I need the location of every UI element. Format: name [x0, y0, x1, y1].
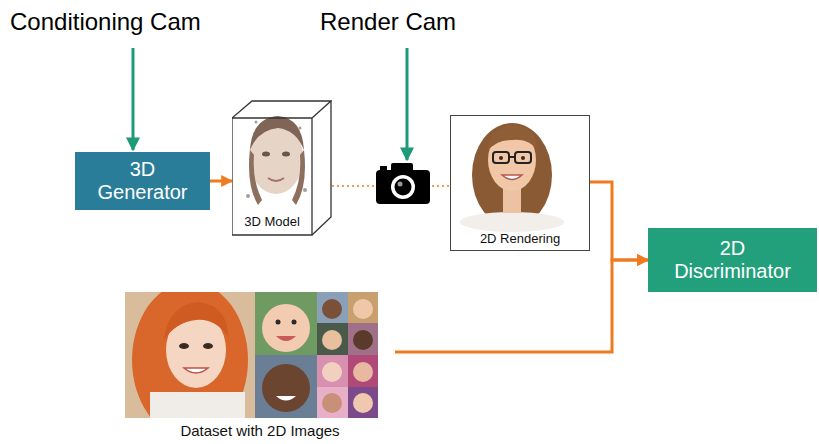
rendered-face-part	[487, 125, 538, 152]
ghost-face-part	[250, 116, 304, 150]
camera-icon-part	[395, 179, 412, 196]
camera-icon-part	[376, 170, 430, 204]
dataset-collage-part-part	[179, 343, 189, 349]
dataset-collage-part	[348, 323, 378, 355]
dataset-collage-part-part	[150, 392, 245, 418]
dataset-collage-part	[317, 292, 348, 323]
camera-arrow	[406, 48, 409, 160]
flow-arrow	[210, 180, 232, 183]
dataset-collage-part	[276, 336, 296, 341]
rendered-face-part	[472, 123, 552, 227]
dataset-collage-part	[322, 299, 342, 319]
rendered-face-part	[509, 156, 515, 158]
dataset-collage-part	[348, 292, 378, 323]
dataset-collage-part-part	[184, 368, 208, 373]
dataset-collage-part-part	[132, 292, 248, 418]
camera-icon-part	[391, 163, 413, 172]
ghost-face-part	[255, 121, 258, 124]
box-label: 2D Discriminator	[668, 237, 798, 283]
rendered-face-part	[515, 152, 531, 163]
ghost-face-part	[249, 150, 262, 205]
box-label: 3D Generator	[93, 158, 193, 204]
camera-label: Conditioning Cam	[10, 8, 201, 36]
caption: 2D Rendering	[451, 232, 589, 247]
ghost-face-part	[282, 152, 290, 157]
dataset-collage-part	[353, 299, 373, 319]
camera-label: Render Cam	[320, 8, 456, 36]
dataset-collage-part	[322, 393, 342, 413]
dataset-collage-part	[353, 393, 373, 413]
camera-icon-part	[391, 175, 415, 199]
camera-icon	[376, 163, 430, 204]
dataset-collage-part-part	[203, 343, 213, 349]
dataset-collage-part	[276, 320, 281, 325]
rendered-face-part	[502, 175, 522, 180]
dataset-image: Dataset with 2D Images	[125, 292, 395, 442]
dataset-collage-part	[353, 330, 373, 350]
dataset-collage-part	[317, 355, 348, 387]
flow-arrow	[590, 182, 648, 260]
rendered-face-part	[493, 152, 509, 163]
ghost-face-part	[303, 188, 307, 192]
camera-icon-part	[398, 182, 403, 187]
rendered-face-part	[499, 156, 503, 160]
dataset-collage-part	[348, 387, 378, 418]
dataset-collage	[125, 292, 378, 418]
ghost-face	[246, 116, 307, 205]
ghost-face-part	[299, 127, 302, 130]
dataset-collage-part	[348, 355, 378, 387]
generator-box: 3D Generator	[75, 152, 210, 210]
ghost-face-part	[268, 178, 284, 181]
caption: 3D Model	[232, 215, 312, 230]
dataset-collage-part	[292, 320, 297, 325]
dataset-collage-part	[317, 323, 348, 355]
ghost-face-part	[246, 194, 250, 198]
cube-edge	[232, 101, 331, 118]
dataset-collage-part-part	[164, 302, 228, 340]
discriminator-box: 2D Discriminator	[648, 228, 817, 292]
camera-arrow	[132, 48, 135, 150]
cube-edge	[232, 118, 312, 235]
camera-icon-part	[380, 166, 387, 171]
rendered-face-part	[521, 156, 525, 160]
dataset-collage-part	[262, 304, 310, 352]
dataset-collage-part	[262, 364, 310, 412]
dataset-collage-part	[322, 330, 342, 350]
cube-edge	[312, 101, 331, 235]
rendered-face-part	[460, 212, 564, 232]
caption: Dataset with 2D Images	[125, 422, 395, 439]
ghost-face-part	[262, 152, 270, 157]
ghost-face-part	[292, 150, 305, 205]
dataset-collage-part	[276, 396, 296, 401]
dataset-collage-part	[322, 362, 342, 382]
rendering-frame: 2D Rendering	[450, 115, 590, 251]
flow-arrow	[395, 260, 648, 352]
dataset-collage-part	[255, 355, 317, 418]
dataset-collage-part	[317, 387, 348, 418]
dataset-collage-part	[353, 362, 373, 382]
rendered-face	[460, 123, 564, 232]
model-cube: 3D Model	[232, 100, 332, 236]
dataset-collage-part	[255, 292, 317, 355]
dataset-collage-part	[125, 292, 255, 418]
